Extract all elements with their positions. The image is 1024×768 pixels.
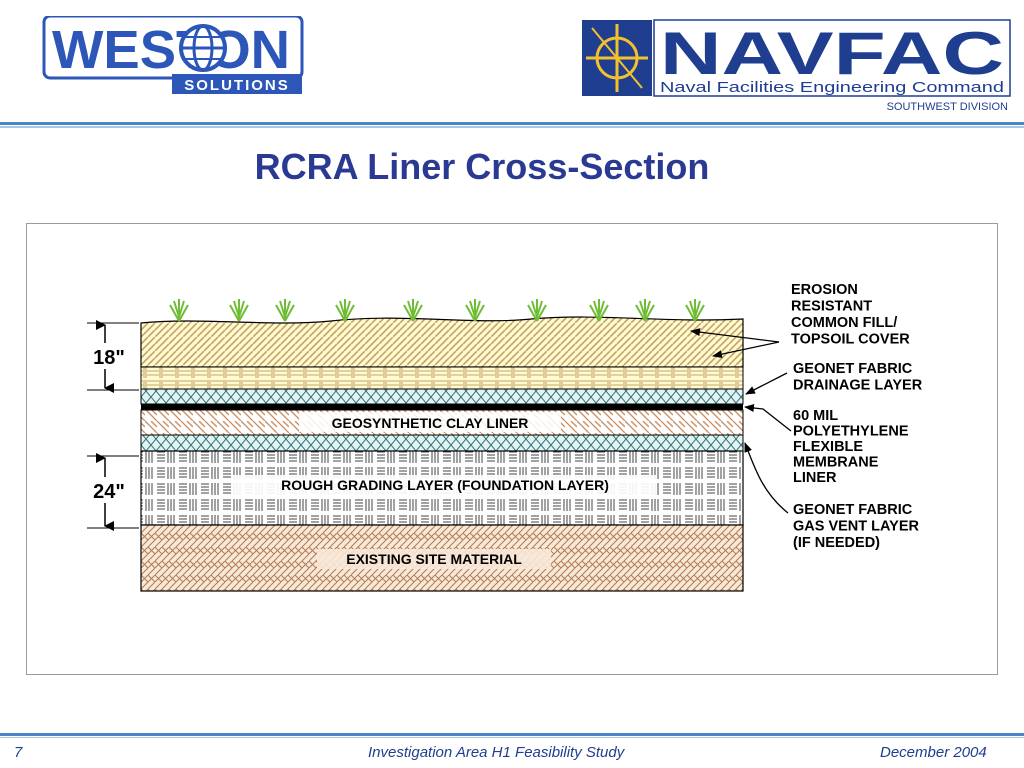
- layer-geonet-drainage: [140, 388, 744, 405]
- globe-icon: [179, 24, 227, 72]
- dimension-18-inch: 18": [87, 320, 139, 393]
- callout-erosion-cover: EROSION RESISTANT COMMON FILL/ TOPSOIL C…: [791, 282, 910, 348]
- footer-study-title: Investigation Area H1 Feasibility Study: [368, 744, 625, 761]
- callout-line: MEMBRANE: [793, 455, 879, 471]
- footer-divider: [0, 733, 1024, 736]
- callout-line: RESISTANT: [791, 299, 872, 315]
- callout-line: GEONET FABRIC: [793, 502, 913, 518]
- plant-sprig-icon: [685, 299, 705, 322]
- callout-line: (IF NEEDED): [793, 535, 880, 551]
- plant-sprig-icon: [229, 299, 249, 322]
- callout-geonet-drainage: GEONET FABRIC DRAINAGE LAYER: [793, 361, 923, 394]
- layer-geonet-gas-vent: [140, 434, 744, 452]
- footer-divider-light: [0, 737, 1024, 738]
- label-rough-grading-layer: ROUGH GRADING LAYER (FOUNDATION LAYER): [281, 477, 609, 493]
- callout-line: GEONET FABRIC: [793, 361, 913, 377]
- plant-sprig-icon: [635, 299, 655, 322]
- callout-line: POLYETHYLENE: [793, 424, 909, 440]
- layer-topsoil-lower: [140, 366, 744, 390]
- layer-labels: GEOSYNTHETIC CLAY LINER ROUGH GRADING LA…: [233, 412, 657, 569]
- navfac-logo: NAVFAC Naval Facilities Engineering Comm…: [580, 16, 1012, 116]
- vegetation: [169, 299, 705, 322]
- callout-line: GAS VENT LAYER: [793, 519, 919, 535]
- footer-date: December 2004: [880, 744, 987, 761]
- plant-sprig-icon: [335, 299, 355, 322]
- callout-line: 60 MIL: [793, 408, 838, 424]
- label-existing-site-material: EXISTING SITE MATERIAL: [346, 551, 522, 567]
- dimension-24-inch: 24": [87, 453, 139, 531]
- navfac-logo-subtitle: Naval Facilities Engineering Command: [660, 79, 1004, 96]
- plant-sprig-icon: [169, 299, 189, 322]
- label-geosynthetic-clay-liner: GEOSYNTHETIC CLAY LINER: [332, 415, 529, 431]
- cross-section-svg: GEOSYNTHETIC CLAY LINER ROUGH GRADING LA…: [87, 282, 923, 592]
- callout-line: EROSION: [791, 282, 858, 298]
- callout-leaders: [690, 328, 792, 514]
- plant-sprig-icon: [275, 299, 295, 322]
- callout-line: COMMON FILL/: [791, 315, 897, 331]
- callout-geonet-gas-vent: GEONET FABRIC GAS VENT LAYER (IF NEEDED): [793, 502, 923, 551]
- layer-topsoil-cover: [140, 316, 744, 368]
- page-number: 7: [14, 744, 23, 761]
- dimension-24-label: 24": [93, 481, 125, 503]
- weston-logo-tag: SOLUTIONS: [184, 77, 290, 94]
- dimension-18-label: 18": [93, 347, 125, 369]
- callout-line: TOPSOIL COVER: [791, 332, 910, 348]
- callout-line: DRAINAGE LAYER: [793, 378, 923, 394]
- plant-sprig-icon: [527, 299, 547, 322]
- weston-logo: WESTON SOLUTIONS: [40, 14, 310, 96]
- navfac-logo-division: SOUTHWEST DIVISION: [887, 101, 1008, 113]
- callout-membrane-liner: 60 MIL POLYETHYLENE FLEXIBLE MEMBRANE LI…: [793, 408, 913, 486]
- navfac-emblem-icon: [582, 20, 652, 96]
- weston-logo-name: WESTON: [52, 20, 290, 80]
- liner-cross-section-figure: GEOSYNTHETIC CLAY LINER ROUGH GRADING LA…: [26, 223, 998, 675]
- plant-sprig-icon: [589, 299, 609, 322]
- slide-title: RCRA Liner Cross-Section: [254, 146, 710, 187]
- callout-line: FLEXIBLE: [793, 439, 863, 455]
- layer-membrane-liner: [141, 404, 743, 410]
- plant-sprig-icon: [465, 299, 485, 322]
- callout-texts: EROSION RESISTANT COMMON FILL/ TOPSOIL C…: [791, 282, 923, 551]
- callout-line: LINER: [793, 470, 837, 486]
- plant-sprig-icon: [403, 299, 423, 322]
- navfac-logo-name: NAVFAC: [660, 20, 1004, 87]
- header-divider: [0, 122, 1024, 128]
